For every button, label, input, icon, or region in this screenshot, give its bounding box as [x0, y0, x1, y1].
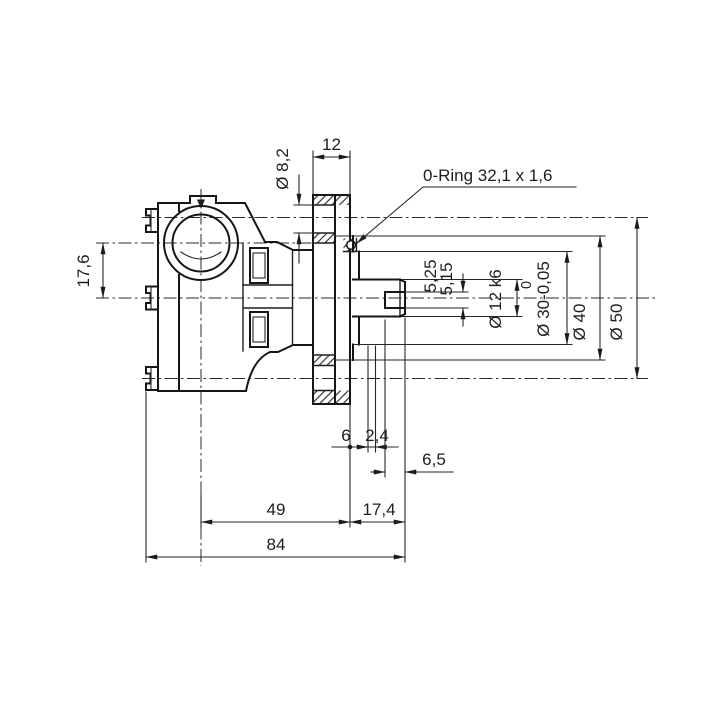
port-outer-circle	[163, 205, 239, 281]
ext-bolt-hole	[293, 204, 314, 234]
dim-keyway-upper-label: 5,25	[421, 259, 440, 292]
dim-bolt-hole-dia-label: Ø 8,2	[273, 148, 292, 190]
dim-keyway-lower-label: 5,15	[437, 262, 456, 295]
housing-slot-top-inner	[252, 252, 266, 279]
pump-body	[145, 195, 314, 392]
housing-slot-top	[249, 247, 269, 284]
dim-bolt-circle-dia-label: Ø 50	[607, 304, 626, 341]
dim-spigot-tol-upper-label: 0	[519, 281, 535, 289]
dim-flange-thickness-label: 12	[322, 135, 341, 154]
dimensions: Ø 8,2 12 0-Ring 32,1 x 1,6 17,6 5,25 5,1…	[74, 135, 640, 563]
dim-keyway-length-label: 6,5	[422, 450, 446, 469]
mounting-tab-middle	[145, 285, 159, 311]
flange-rim-edges	[312, 194, 351, 405]
dim-port-offset-label: 17,6	[74, 254, 93, 287]
dim-groove-width-label: 2,4	[365, 426, 389, 445]
centerlines	[96, 189, 656, 566]
oring-callout-label: 0-Ring 32,1 x 1,6	[423, 166, 552, 185]
dim-spigot-dia-label: Ø 30-0,05	[534, 261, 553, 337]
dim-overall-length-label: 84	[267, 535, 286, 554]
dim-origin-dot	[347, 444, 353, 450]
dim-pilot-dia-label: Ø 40	[570, 304, 589, 341]
dim-hub-length-label: 17,4	[362, 500, 395, 519]
drive-shaft	[352, 278, 523, 318]
dim-shaft-dia-label: Ø 12 k6	[486, 269, 505, 329]
centerline-arrow	[197, 199, 205, 209]
bolt-hole-walls	[312, 204, 336, 392]
flange-plate-faces	[334, 194, 351, 405]
ext-flange-thickness	[312, 150, 351, 196]
housing-slot-bottom-inner	[252, 316, 266, 343]
keyway-slot	[384, 291, 406, 309]
body-top-outline	[157, 195, 314, 251]
oring-groove-detail	[342, 237, 358, 253]
mounting-tab-bottom	[145, 366, 159, 391]
mounting-flange	[312, 194, 606, 405]
housing-slot-bottom	[249, 311, 269, 348]
hatch-flange-rim-top	[313, 195, 350, 205]
body-bottom-outline	[157, 344, 314, 392]
hatch-hub-bottom	[313, 355, 335, 366]
port-inner-circle	[171, 213, 231, 273]
spigot-30-edges	[352, 250, 573, 346]
hatch-hub-top	[313, 233, 335, 243]
keyway-extension-lines	[404, 291, 469, 309]
oring-cross-section	[345, 239, 357, 251]
pilot-40-edges	[334, 235, 606, 361]
shaft-12-edges	[352, 278, 401, 318]
port-bore-arc	[180, 251, 222, 260]
dim-body-length-label: 49	[267, 500, 286, 519]
ext-groove	[349, 345, 377, 528]
dim-groove-offset-label: 6	[341, 426, 350, 445]
housing-band-lines	[242, 284, 294, 309]
mounting-tab-top	[145, 208, 159, 233]
hatch-flange-rim-bottom	[313, 390, 350, 404]
